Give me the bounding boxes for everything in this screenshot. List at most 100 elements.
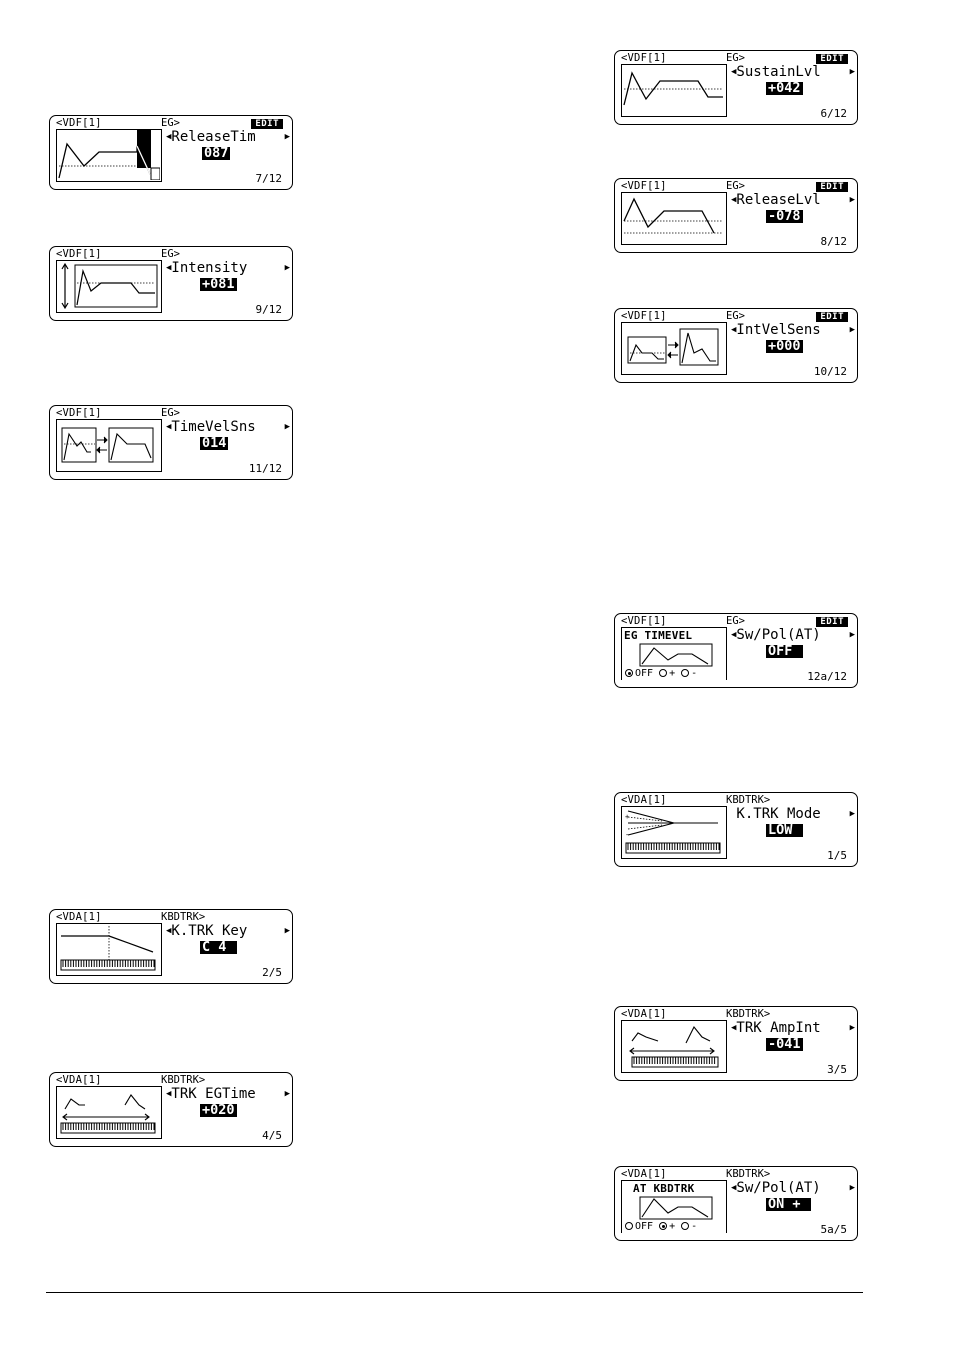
lcd-screen-ktrk-key: <VDA[1] KBDTRK> ◀ K.TRK Key ▶ C 4 2/5 <box>49 909 293 984</box>
screen-mode: KBDTRK> <box>726 794 771 806</box>
eg-curve-release-level <box>623 197 723 234</box>
param-row: ◀ Sw/Pol(AT) ▶ <box>731 628 855 643</box>
screen-mode: EG> <box>726 180 745 192</box>
right-arrow-icon: ▶ <box>284 1089 290 1099</box>
param-value: +081 <box>200 276 237 292</box>
param-row: ◀ TRK AmpInt ▶ <box>731 1021 855 1036</box>
screen-header: <VDA[1] <box>621 1008 667 1020</box>
param-name: IntVelSens <box>736 323 821 338</box>
keyboard-track-egtime-diagram <box>60 1094 156 1134</box>
param-name: TRK AmpInt <box>736 1021 821 1036</box>
screen-mode: KBDTRK> <box>161 911 206 923</box>
at-kbdtrk-diagram <box>639 1196 713 1220</box>
right-arrow-icon: ▶ <box>284 422 290 432</box>
velocity-intensity-diagram <box>627 328 719 366</box>
left-arrow-icon: ◀ <box>166 422 172 432</box>
left-arrow-icon: ◀ <box>731 1023 737 1033</box>
radio-minus: - <box>681 1221 697 1232</box>
screen-mode: KBDTRK> <box>726 1168 771 1180</box>
left-arrow-icon: ◀ <box>166 1089 172 1099</box>
eg-curve-release-time <box>58 130 160 180</box>
eg-graph <box>56 260 162 313</box>
right-arrow-icon: ▶ <box>849 195 855 205</box>
page-number: 3/5 <box>827 1063 847 1076</box>
page-number: 1/5 <box>827 849 847 862</box>
radio-label: - <box>691 668 698 679</box>
param-row: ◀ SustainLvl ▶ <box>731 65 855 80</box>
velocity-time-diagram <box>61 427 154 463</box>
radio-selected-icon <box>625 669 633 677</box>
screen-mode: KBDTRK> <box>161 1074 206 1086</box>
screen-header: <VDF[1] <box>56 248 102 260</box>
screen-mode: EG> <box>161 248 180 260</box>
svg-text:+: + <box>625 813 629 821</box>
page-number: 11/12 <box>248 462 282 475</box>
screen-header: <VDF[1] <box>621 310 667 322</box>
switch-graph <box>621 1180 727 1233</box>
polarity-radio-group: OFF + - <box>625 668 697 679</box>
param-row: ◀ Intensity ▶ <box>166 261 290 276</box>
param-value: -041 <box>766 1036 803 1052</box>
param-value: +020 <box>200 1102 237 1118</box>
param-name: K.TRK Mode <box>736 807 821 822</box>
lcd-screen-time-vel-sens: <VDF[1] EG> ◀ TimeVelSns ▶ 014 11/12 <box>49 405 293 480</box>
left-arrow-icon: ◀ <box>731 630 737 640</box>
lcd-screen-release-level: <VDF[1] EG> EDIT ◀ ReleaseLvl ▶ -078 8/1… <box>614 178 858 253</box>
radio-empty-icon <box>625 1222 633 1230</box>
screen-mode: EG> <box>161 407 180 419</box>
keyboard-graph <box>56 923 162 976</box>
screen-mode: EG> <box>726 310 745 322</box>
lcd-screen-at-kbdtrk-switch: <VDA[1] KBDTRK> AT KBDTRK OFF + - ◀ Sw/P… <box>614 1166 858 1241</box>
footer-divider <box>46 1292 863 1293</box>
radio-off: OFF <box>625 668 653 679</box>
lcd-screen-int-vel-sens: <VDF[1] EG> EDIT ◀ IntVelSens ▶ +000 10/… <box>614 308 858 383</box>
keyboard-track-key-diagram <box>60 926 156 971</box>
screen-header: <VDA[1] <box>56 1074 102 1086</box>
param-value: -078 <box>766 208 803 224</box>
right-arrow-icon: ▶ <box>849 809 855 819</box>
param-value: +042 <box>766 80 803 96</box>
edit-badge: EDIT <box>816 54 848 64</box>
keyboard-track-ampint-diagram <box>629 1025 719 1068</box>
right-arrow-icon: ▶ <box>849 630 855 640</box>
page-number: 2/5 <box>262 966 282 979</box>
page-number: 12a/12 <box>807 670 847 683</box>
radio-empty-icon <box>681 669 690 677</box>
screen-header: <VDA[1] <box>621 794 667 806</box>
keyboard-graph <box>56 1086 162 1139</box>
screen-header: <VDF[1] <box>56 407 102 419</box>
param-value: +000 <box>766 338 803 354</box>
edit-badge: EDIT <box>816 617 848 627</box>
keyboard-track-mode-diagram: + - <box>625 810 721 854</box>
page-number: 6/12 <box>820 107 848 120</box>
param-row: ◀ TRK EGTime ▶ <box>166 1087 290 1102</box>
param-name: TRK EGTime <box>171 1087 256 1102</box>
param-name: ReleaseLvl <box>736 193 821 208</box>
eg-graph <box>56 129 162 182</box>
edit-badge: EDIT <box>816 312 848 322</box>
lcd-screen-trk-ampint: <VDA[1] KBDTRK> ◀ TRK AmpInt ▶ -041 3/5 <box>614 1006 858 1081</box>
keyboard-graph <box>621 1020 727 1073</box>
lcd-screen-eg-timevel-switch: <VDF[1] EG> EDIT EG TIMEVEL OFF + - ◀ Sw… <box>614 613 858 688</box>
lcd-screen-intensity: <VDF[1] EG> ◀ Intensity ▶ +081 9/12 <box>49 246 293 321</box>
radio-label: + <box>669 1221 676 1232</box>
screen-header: <VDA[1] <box>56 911 102 923</box>
screen-header: <VDF[1] <box>621 180 667 192</box>
polarity-radio-group: OFF + - <box>625 1221 697 1232</box>
left-arrow-icon: ◀ <box>166 132 172 142</box>
radio-label: OFF <box>635 668 654 679</box>
right-arrow-icon: ▶ <box>849 67 855 77</box>
eg-timevel-diagram <box>639 643 713 667</box>
param-value: ON + <box>766 1196 811 1212</box>
param-name: TimeVelSns <box>171 420 256 435</box>
right-arrow-icon: ▶ <box>284 263 290 273</box>
radio-label: - <box>691 1221 698 1232</box>
right-arrow-icon: ▶ <box>284 926 290 936</box>
switch-title: AT KBDTRK <box>633 1182 695 1195</box>
right-arrow-icon: ▶ <box>849 1183 855 1193</box>
radio-plus: + <box>659 668 675 679</box>
switch-graph <box>621 627 727 680</box>
radio-empty-icon <box>659 669 668 677</box>
left-arrow-icon: ◀ <box>731 325 737 335</box>
screen-header: <VDF[1] <box>621 615 667 627</box>
